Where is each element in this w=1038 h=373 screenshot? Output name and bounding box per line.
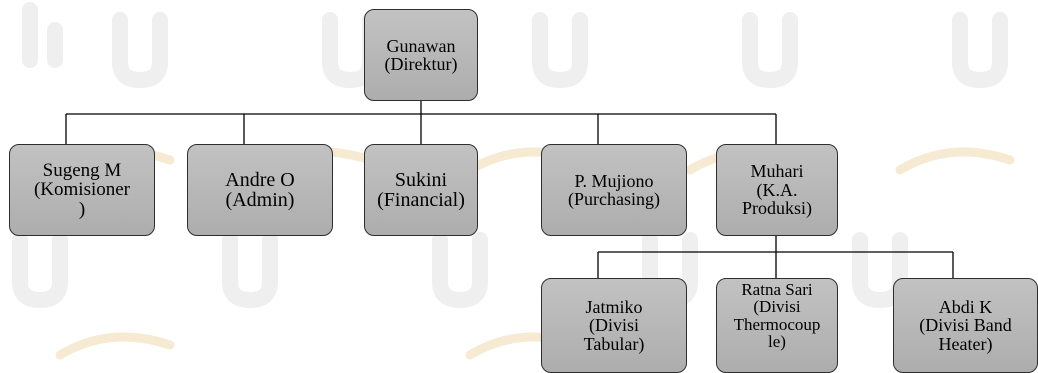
org-node-sugeng: Sugeng M (Komisioner ) — [9, 144, 155, 236]
node-role-cont: Thermocoup — [733, 314, 821, 334]
node-name: Gunawan — [386, 35, 456, 56]
node-role: (Direktur) — [384, 54, 458, 74]
node-name: Abdi K — [938, 296, 993, 317]
org-node-sukini: Sukini (Financial) — [364, 144, 478, 236]
node-role: (Komisioner — [33, 179, 131, 201]
node-role: (Divisi Band — [919, 315, 1012, 336]
org-node-gunawan: Gunawan (Direktur) — [364, 9, 478, 101]
node-name: Andre O — [225, 168, 295, 191]
node-role-cont: Produksi) — [741, 198, 812, 219]
node-name: Sugeng M — [42, 159, 122, 181]
org-node-andre: Andre O (Admin) — [187, 144, 333, 236]
node-role-cont: Heater) — [938, 333, 993, 354]
node-name: P. Mujiono — [574, 170, 654, 191]
org-node-jatmiko: Jatmiko (Divisi Tabular) — [541, 278, 687, 373]
org-node-muhari: Muhari (K.A. Produksi) — [716, 144, 838, 236]
node-role-cont: Tabular) — [583, 333, 645, 354]
node-role: (K.A. — [756, 179, 798, 200]
node-role: (Admin) — [225, 189, 295, 211]
node-name: Jatmiko — [585, 296, 643, 317]
node-name: Sukini — [394, 168, 448, 191]
org-node-mujiono: P. Mujiono (Purchasing) — [541, 144, 687, 236]
node-role-cont: ) — [78, 198, 86, 220]
node-name: Muhari — [750, 161, 804, 182]
org-node-abdi: Abdi K (Divisi Band Heater) — [893, 278, 1038, 373]
node-role: (Divisi — [588, 315, 639, 336]
node-name: Ratna Sari — [741, 280, 813, 299]
node-role: (Purchasing) — [568, 189, 660, 209]
node-role-cont2: le) — [768, 331, 786, 351]
org-node-ratna: Ratna Sari (Divisi Thermocoup le) — [716, 278, 838, 373]
node-role: (Financial) — [377, 189, 465, 211]
node-role: (Divisi — [753, 297, 801, 317]
